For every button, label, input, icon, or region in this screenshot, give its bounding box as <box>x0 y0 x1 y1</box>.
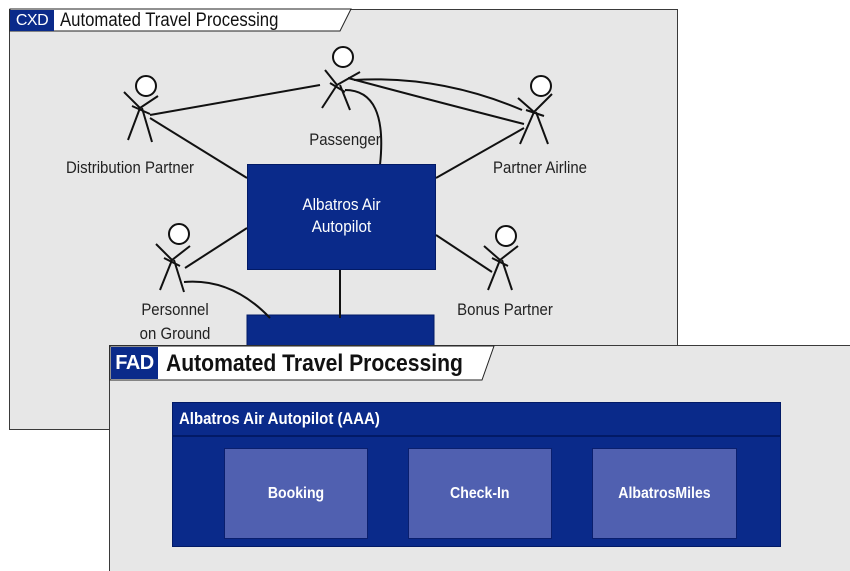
actor-personnel-label-line2: on Ground <box>139 324 211 343</box>
connection-lines <box>149 77 525 319</box>
line-personnel-system <box>184 227 248 269</box>
component-check-in-label: Check-In <box>450 484 510 502</box>
line-personnel-hidden <box>183 280 271 319</box>
component-booking-label: Booking <box>267 484 325 502</box>
line-airline-system <box>435 127 525 179</box>
actor-distribution-partner-figure <box>123 75 159 143</box>
line-passenger-system <box>344 89 383 166</box>
actor-personnel-figure <box>155 223 191 293</box>
actor-personnel-label-line1: Personnel <box>141 300 209 319</box>
line-bonus-system <box>435 234 493 273</box>
system-box-label-line1: Albatros Air <box>302 195 381 214</box>
fad-tag: FAD <box>111 347 158 379</box>
line-distribution-passenger <box>149 84 321 116</box>
fad-tab-outline <box>109 345 495 381</box>
actor-partner-airline-label: Partner Airline <box>493 158 587 177</box>
actor-passenger-label: Passenger <box>309 130 381 149</box>
system-container-title-divider <box>172 435 781 437</box>
actor-bonus-partner-label: Bonus Partner <box>457 300 553 319</box>
line-passenger-airline <box>353 78 523 111</box>
system-container-title: Albatros Air Autopilot (AAA) <box>179 409 380 428</box>
actor-partner-airline-figure <box>517 75 553 145</box>
line-distribution-system <box>149 117 248 179</box>
fad-title: Automated Travel Processing <box>166 350 463 377</box>
component-albatrosmiles-label: AlbatrosMiles <box>618 484 711 502</box>
component-booking: Booking <box>224 448 368 539</box>
line-passenger-airline-2 <box>347 77 525 125</box>
actor-passenger-figure <box>321 46 361 111</box>
actor-distribution-partner-label: Distribution Partner <box>65 158 195 177</box>
component-check-in: Check-In <box>408 448 552 539</box>
cxd-title: Automated Travel Processing <box>60 10 279 31</box>
cxd-tag: CXD <box>10 10 54 31</box>
component-albatrosmiles: AlbatrosMiles <box>592 448 737 539</box>
actor-bonus-partner-figure <box>483 225 519 291</box>
system-box-label-line2: Autopilot <box>311 217 372 236</box>
system-box <box>247 164 436 270</box>
